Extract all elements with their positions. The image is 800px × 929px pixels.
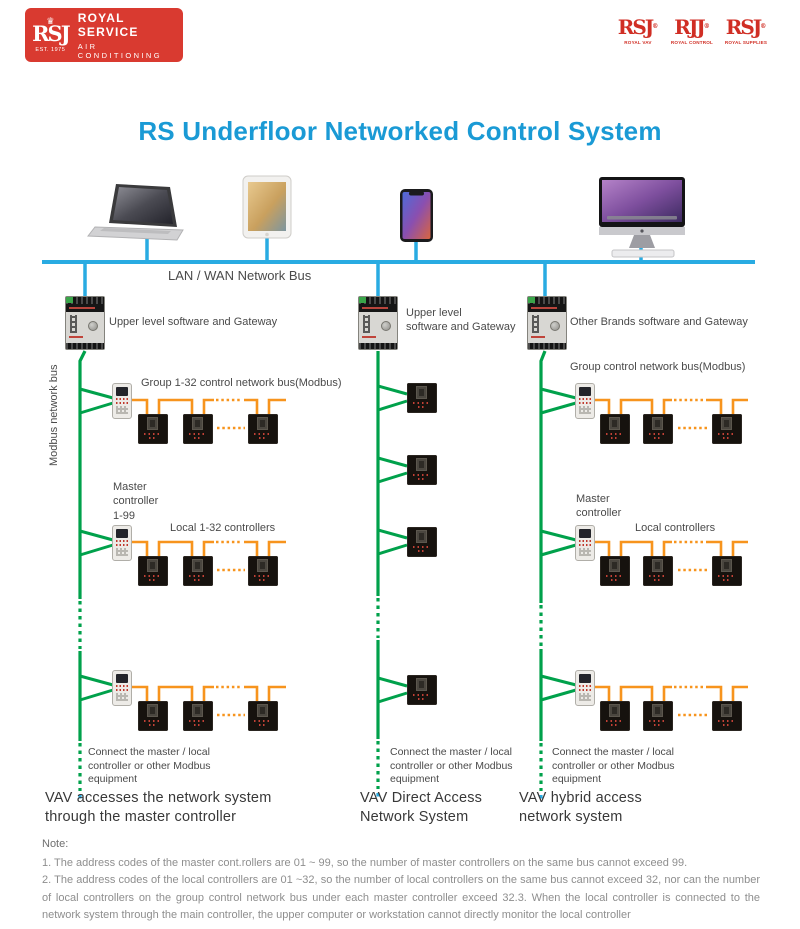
local-controller	[712, 556, 742, 586]
local-controller	[183, 556, 213, 586]
modbus-bus-left	[78, 350, 114, 801]
master-controller	[112, 525, 132, 561]
tablet-icon	[242, 175, 292, 239]
logo-tagline: AIR CONDITIONING	[77, 41, 162, 60]
page-title: RS Underfloor Networked Control System	[138, 116, 662, 146]
column-caption-left: VAV accesses the network system through …	[45, 790, 272, 825]
local-controller	[138, 414, 168, 444]
gateway-label-middle: Upper level software and Gateway	[406, 307, 516, 334]
logo-est-label: EST. 1975	[35, 46, 66, 53]
modbus-bus-right	[539, 350, 577, 801]
logo-monogram-text: RSJ	[32, 20, 71, 46]
group-bus-label-left: Group 1-32 control network bus(Modbus)	[141, 377, 342, 389]
terminal-chip	[359, 297, 366, 303]
master-controller-label-left: Master controller 1-99	[113, 481, 159, 522]
royal-vav-logo: RSJ® ROYAL VAV	[617, 15, 659, 45]
led-grid	[363, 315, 370, 333]
led-grid	[532, 315, 539, 333]
local-controller	[643, 556, 673, 586]
modbus-bus-middle	[376, 351, 408, 799]
laptop-icon	[87, 184, 184, 241]
local-controller	[138, 556, 168, 586]
gateway-logo-badge	[88, 321, 98, 331]
logo-monogram: ♛ RSJ EST. 1975	[25, 15, 76, 53]
royal-control-caption: ROYAL CONTROL	[670, 40, 714, 45]
local-controller	[600, 556, 630, 586]
royal-service-logo: ♛ RSJ EST. 1975 ROYAL SERVICE AIR CONDIT…	[25, 8, 183, 62]
crown-icon: ♛	[46, 15, 55, 26]
local-controller	[712, 701, 742, 731]
master-controller	[575, 670, 595, 706]
royal-control-logo: RJJ® ROYAL CONTROL	[670, 15, 714, 45]
local-controller	[183, 414, 213, 444]
local-controller	[407, 527, 437, 557]
local-controllers-label-right: Local controllers	[635, 522, 716, 534]
local-controller	[248, 414, 278, 444]
local-controller	[407, 455, 437, 485]
local-controller	[248, 701, 278, 731]
connect-note-right: Connect the master / local controller or…	[552, 746, 675, 786]
group-bus-left	[132, 398, 286, 717]
royal-supplies-caption: ROYAL SUPPLIES	[724, 40, 768, 45]
gateway-logo-badge	[381, 321, 391, 331]
local-controller	[643, 414, 673, 444]
logo-brand-name: ROYAL SERVICE	[77, 10, 139, 39]
notes-block: Note: 1. The address codes of the master…	[42, 836, 760, 925]
smartphone-icon	[400, 189, 433, 242]
gateway-logo-badge	[550, 321, 560, 331]
local-controller	[600, 701, 630, 731]
local-controller	[712, 414, 742, 444]
lan-bus-label: LAN / WAN Network Bus	[168, 268, 312, 283]
royal-supplies-logo: RSJ® ROYAL SUPPLIES	[724, 15, 768, 45]
gateway-label-left: Upper level software and Gateway	[109, 316, 278, 328]
master-controller	[112, 670, 132, 706]
gateway-device-middle	[358, 296, 398, 350]
group-bus-right	[595, 398, 748, 717]
local-controller	[407, 383, 437, 413]
master-controller	[575, 383, 595, 419]
column-caption-right: VAV hybrid access network system	[519, 790, 642, 825]
royal-vav-caption: ROYAL VAV	[624, 40, 652, 45]
group-bus-label-right: Group control network bus(Modbus)	[570, 361, 746, 373]
notes-heading: Note:	[42, 838, 69, 850]
local-controller	[138, 701, 168, 731]
modbus-bus-label: Modbus network bus	[48, 364, 60, 466]
note-item-1: 1. The address codes of the master cont.…	[42, 856, 688, 869]
local-controller	[407, 675, 437, 705]
gateway-device-left	[65, 296, 105, 350]
gateway-device-right	[527, 296, 567, 350]
desktop-icon	[599, 177, 685, 258]
master-controller	[575, 525, 595, 561]
local-controller	[600, 414, 630, 444]
local-controllers-label-left: Local 1-32 controllers	[170, 522, 276, 534]
logo-text: ROYAL SERVICE AIR CONDITIONING	[76, 11, 183, 60]
local-controller	[643, 701, 673, 731]
note-item-2: 2. The address codes of the local contro…	[42, 874, 760, 922]
connect-note-left: Connect the master / local controller or…	[88, 746, 211, 786]
terminal-chip	[528, 297, 535, 303]
master-controller-label-right: Master controller	[576, 493, 622, 520]
sub-brand-logos: RSJ® ROYAL VAV RJJ® ROYAL CONTROL RSJ® R…	[616, 16, 768, 45]
led-grid	[70, 315, 77, 333]
connect-note-middle: Connect the master / local controller or…	[390, 746, 513, 786]
column-caption-middle: VAV Direct Access Network System	[360, 790, 483, 825]
terminal-chip	[66, 297, 73, 303]
local-controller	[248, 556, 278, 586]
gateway-label-right: Other Brands software and Gateway	[570, 316, 748, 328]
local-controller	[183, 701, 213, 731]
master-controller	[112, 383, 132, 419]
